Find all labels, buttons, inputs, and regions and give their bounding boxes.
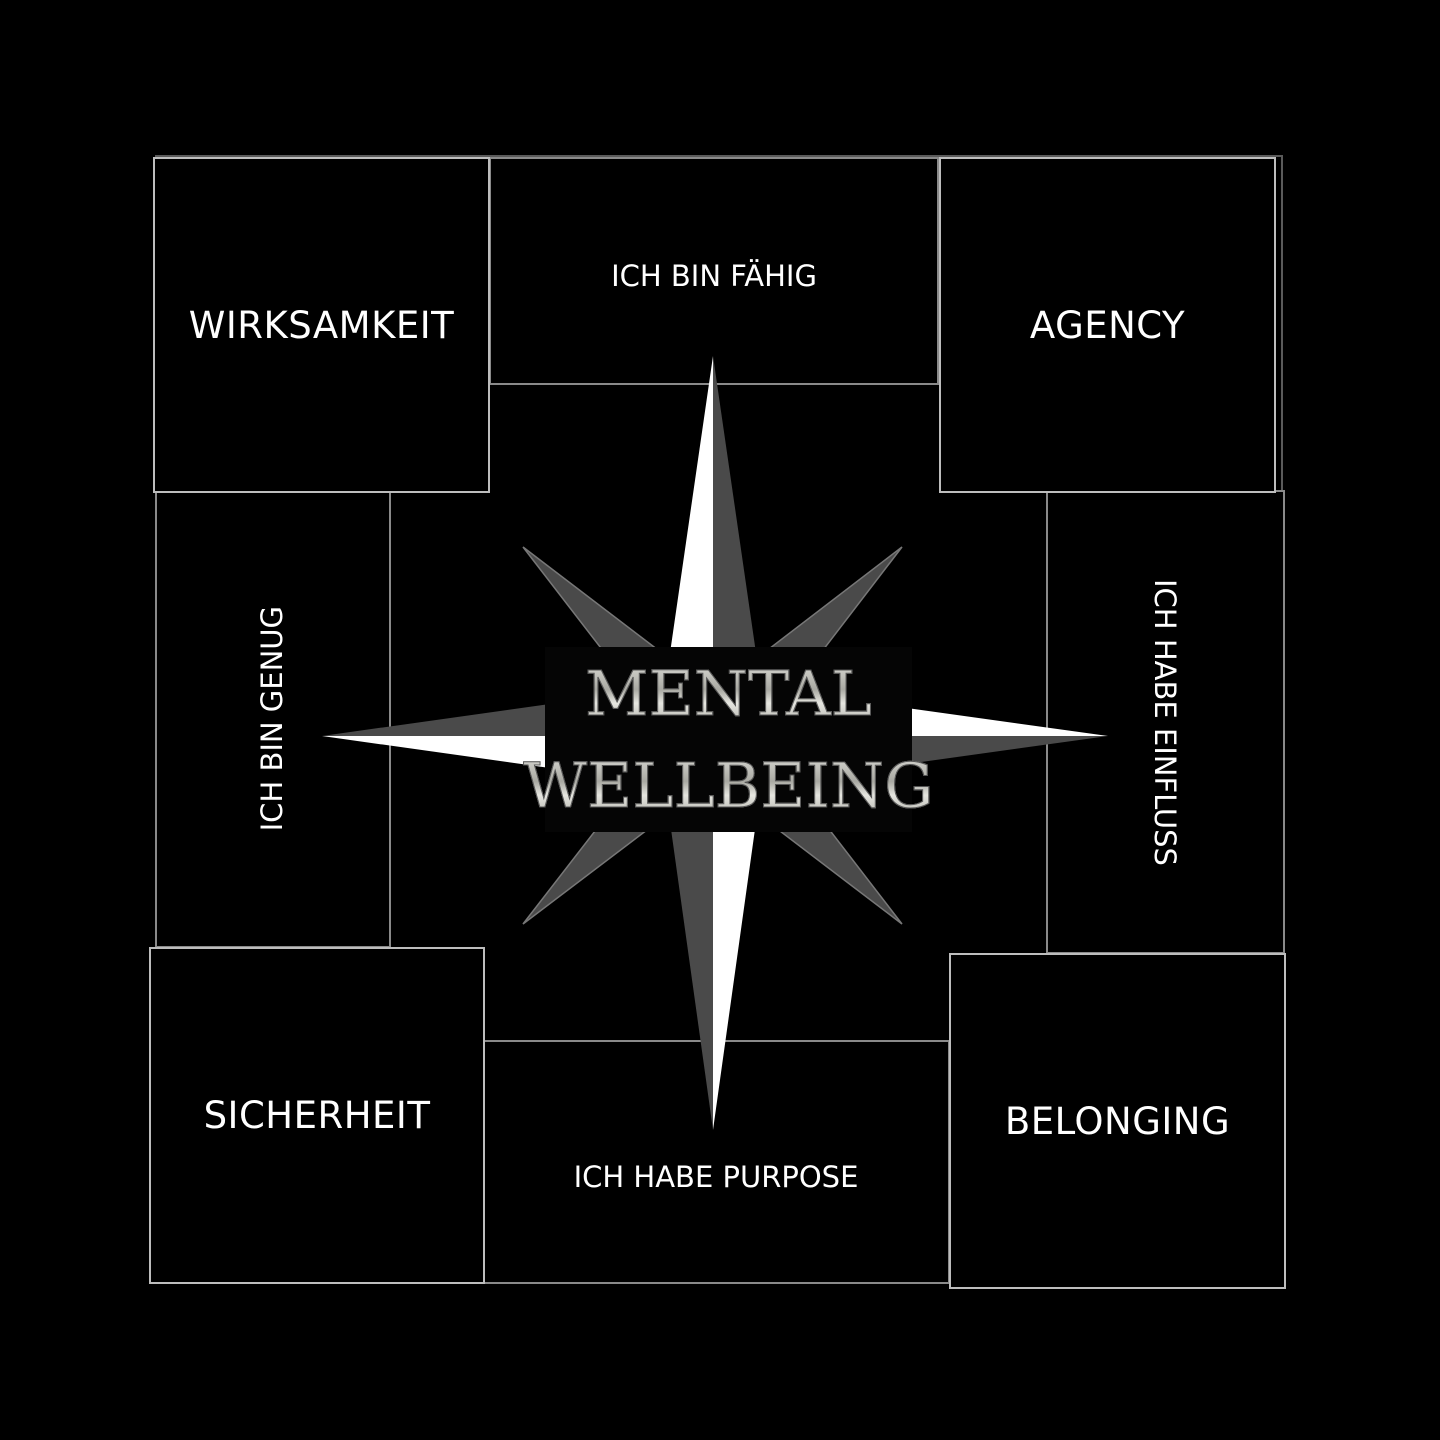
corner-box-bottom-right: BELONGING [949,953,1286,1289]
title-box: MENTAL WELLBEING [523,647,934,832]
corner-label-bottom-right: BELONGING [1004,1099,1231,1143]
star-point-n-dark [713,356,768,736]
corner-box-top-right: AGENCY [939,157,1276,493]
side-label-right: ICH HABE EINFLUSS [1148,578,1182,866]
corner-label-bottom-left: SICHERHEIT [203,1094,431,1137]
star-point-s-light [713,736,768,1130]
corner-box-top-left: WIRKSAMKEIT [153,157,490,493]
side-label-bottom: ICH HABE PURPOSE [573,1160,859,1194]
title-line-2: WELLBEING [523,740,934,832]
star-point-n-light [658,356,713,736]
title-line-1: MENTAL [585,648,873,740]
corner-box-bottom-left: SICHERHEIT [149,947,485,1284]
side-label-top: ICH BIN FÄHIG [611,259,817,293]
star-point-s-dark [658,736,713,1130]
corner-label-top-right: AGENCY [1029,303,1186,347]
side-box-right: ICH HABE EINFLUSS [1046,490,1285,954]
corner-label-top-left: WIRKSAMKEIT [188,303,455,347]
